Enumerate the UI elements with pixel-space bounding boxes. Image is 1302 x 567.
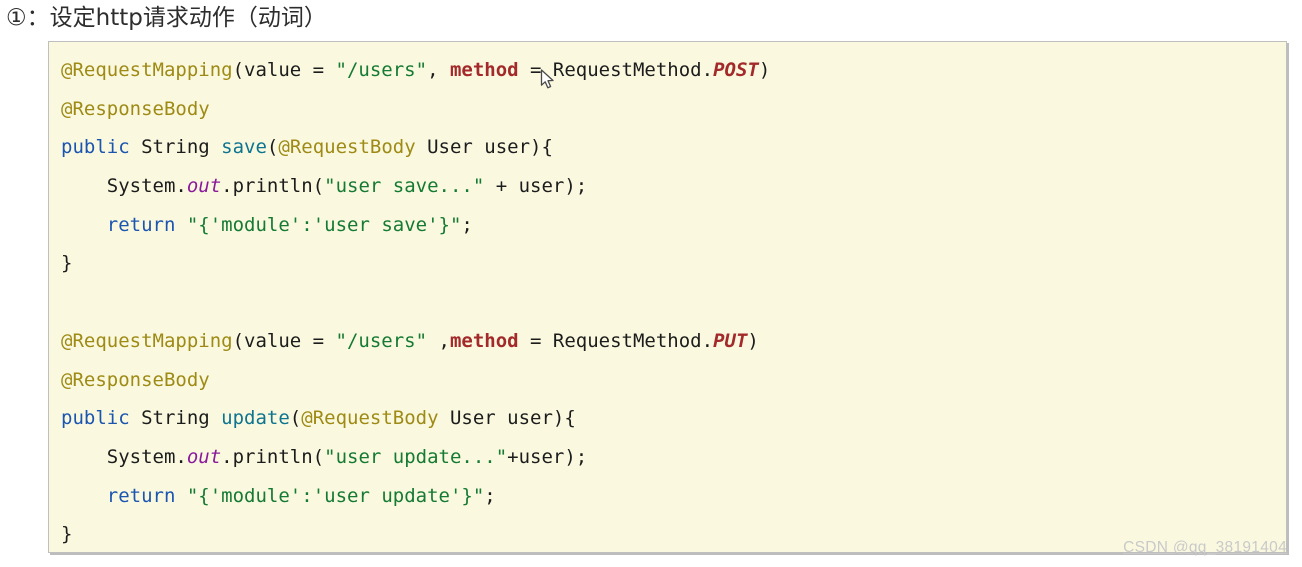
code-token-plain — [61, 214, 107, 236]
code-token-method: update — [221, 407, 290, 430]
code-token-plain: .println( — [221, 445, 325, 468]
code-token-keyword: public — [61, 407, 130, 430]
code-token-plain: ( — [289, 407, 302, 430]
code-token-annotation: @RequestBody — [301, 407, 439, 430]
code-line: @RequestMapping(value = "/users" ,method… — [61, 322, 1274, 361]
code-token-plain: .println( — [221, 175, 325, 198]
code-token-plain: +user); — [507, 445, 588, 468]
code-token-plain: , — [427, 59, 450, 81]
code-token-plain: String — [129, 407, 222, 430]
code-token-keyword: public — [61, 136, 130, 159]
code-token-annotation: @RequestBody — [278, 136, 416, 159]
code-token-plain: = RequestMethod. — [518, 329, 714, 352]
code-token-field: out — [186, 445, 222, 468]
code-token-string: "user update..." — [324, 445, 508, 468]
code-line: return "{'module':'user save'}"; — [61, 206, 1274, 245]
code-token-string: "user save..." — [324, 175, 485, 198]
code-token-plain: System. — [61, 175, 187, 198]
code-token-plain: User user){ — [415, 136, 553, 159]
code-token-plain: System. — [61, 445, 187, 468]
code-token-plain: User user){ — [438, 407, 576, 430]
code-token-plain: ( — [266, 136, 279, 159]
code-token-plain: + user); — [484, 175, 588, 198]
code-token-attr: method — [449, 59, 519, 81]
code-line: } — [61, 244, 1274, 283]
code-token-plain: (value = — [232, 59, 336, 81]
code-token-plain — [175, 214, 186, 236]
code-token-attr: method — [449, 329, 519, 352]
code-token-method: save — [221, 136, 267, 159]
code-line: System.out.println("user save..." + user… — [61, 167, 1274, 206]
code-token-string: "{'module':'user update'}" — [186, 484, 485, 507]
code-token-plain: } — [61, 523, 73, 546]
code-token-plain: ; — [484, 484, 496, 507]
code-token-keyword: return — [106, 484, 176, 507]
code-token-annotation: @ResponseBody — [61, 368, 210, 391]
code-line: public String save(@RequestBody User use… — [61, 128, 1274, 167]
code-token-plain: String — [129, 136, 222, 159]
code-panel: @RequestMapping(value = "/users", method… — [48, 41, 1287, 553]
code-token-annotation: @RequestMapping — [61, 59, 233, 81]
code-token-string: "{'module':'user save'}" — [186, 213, 462, 236]
code-line: System.out.println("user update..."+user… — [61, 438, 1274, 477]
code-token-plain: ; — [461, 213, 473, 236]
code-token-plain: ) — [758, 59, 771, 81]
code-line: public String update(@RequestBody User u… — [61, 399, 1274, 438]
code-token-plain: (value = — [232, 329, 336, 352]
code-line: return "{'module':'user update'}"; — [61, 477, 1274, 516]
code-token-plain — [175, 485, 186, 507]
code-token-plain: = RequestMethod. — [518, 59, 714, 81]
code-token-plain: , — [427, 329, 450, 352]
page-title: ①：设定http请求动作（动词） — [6, 5, 327, 31]
code-token-plain — [61, 485, 107, 507]
code-token-string: "/users" — [335, 59, 428, 81]
code-token-plain: } — [61, 252, 73, 275]
code-token-attr: POST — [713, 59, 759, 81]
code-line: } — [61, 515, 1274, 552]
code-token-plain: ) — [747, 329, 759, 352]
code-token-attr: PUT — [713, 329, 748, 352]
code-block: @RequestMapping(value = "/users", method… — [61, 51, 1274, 552]
code-token-annotation: @RequestMapping — [61, 329, 233, 352]
code-line — [61, 283, 1274, 322]
code-line: @RequestMapping(value = "/users", method… — [61, 51, 1274, 90]
code-token-string: "/users" — [335, 329, 428, 352]
code-token-field: out — [186, 175, 222, 198]
code-token-keyword: return — [106, 213, 176, 236]
watermark: CSDN @qq_38191404 — [1123, 539, 1287, 556]
code-token-annotation: @ResponseBody — [61, 97, 210, 120]
code-line: @ResponseBody — [61, 90, 1274, 129]
code-line: @ResponseBody — [61, 361, 1274, 400]
